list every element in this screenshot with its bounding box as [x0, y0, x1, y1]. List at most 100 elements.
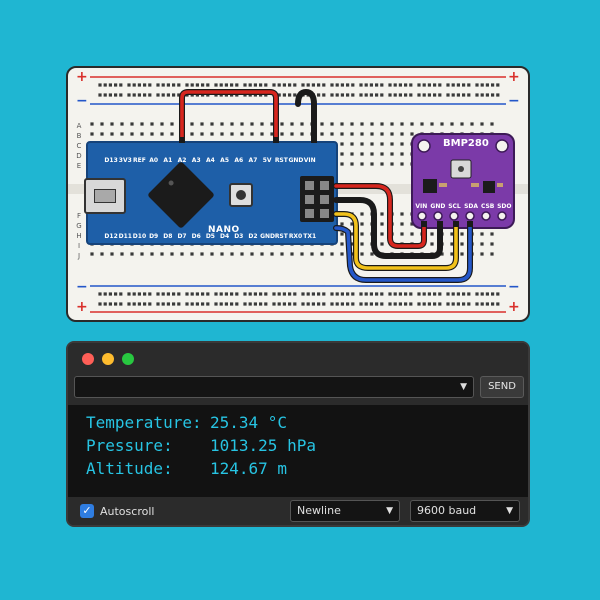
breadboard-hole: [480, 242, 484, 246]
line-ending-select[interactable]: Newline ▼: [290, 500, 400, 522]
breadboard-hole: [148, 302, 152, 306]
breadboard-hole: [103, 292, 107, 296]
breadboard-hole: [490, 122, 494, 126]
breadboard-hole: [185, 292, 189, 296]
breadboard-hole: [320, 122, 324, 126]
nano-pin-label: D8: [163, 233, 173, 240]
breadboard-hole: [220, 122, 224, 126]
breadboard-hole: [177, 292, 181, 296]
breadboard-hole: [293, 83, 297, 87]
serial-input-box[interactable]: ▼: [74, 376, 474, 399]
breadboard-hole: [148, 292, 152, 296]
nano-pin-label: GND: [288, 157, 304, 164]
breadboard-hole: [360, 122, 364, 126]
black-jumper-wire-outline: [295, 89, 317, 143]
breadboard-hole: [400, 132, 404, 136]
breadboard-hole: [409, 93, 413, 97]
breadboard-hole: [259, 83, 263, 87]
breadboard-hole: [330, 83, 334, 87]
breadboard-hole: [360, 232, 364, 236]
line-ending-value: Newline: [297, 504, 341, 517]
breadboard-hole: [282, 83, 286, 87]
bmp280-pin-label: SDO: [497, 203, 512, 210]
breadboard-hole: [206, 292, 210, 296]
breadboard-hole: [114, 292, 118, 296]
breadboard-hole: [240, 122, 244, 126]
breadboard-hole: [288, 292, 292, 296]
breadboard-hole: [467, 83, 471, 87]
chevron-down-icon[interactable]: ▼: [460, 382, 467, 392]
nano-pin-label: A2: [177, 157, 187, 164]
breadboard-hole: [282, 292, 286, 296]
breadboard-hole: [114, 302, 118, 306]
breadboard-hole: [243, 292, 247, 296]
breadboard-hole: [485, 302, 489, 306]
breadboard-hole: [272, 83, 276, 87]
reset-button-cap: [236, 190, 246, 200]
maximize-window-button[interactable]: [122, 353, 134, 365]
breadboard-hole: [195, 83, 199, 87]
autoscroll-checkbox[interactable]: ✓: [80, 504, 94, 518]
breadboard-hole: [340, 302, 344, 306]
breadboard-hole: [224, 302, 228, 306]
breadboard-hole: [148, 93, 152, 97]
rail-plus-bottom-right: +: [508, 299, 520, 315]
breadboard-hole: [290, 122, 294, 126]
breadboard-hole: [480, 292, 484, 296]
close-window-button[interactable]: [82, 353, 94, 365]
breadboard-hole: [360, 222, 364, 226]
breadboard-hole: [427, 83, 431, 87]
breadboard-hole: [340, 292, 344, 296]
minimize-window-button[interactable]: [102, 353, 114, 365]
breadboard-hole: [100, 132, 104, 136]
breadboard-hole: [293, 292, 297, 296]
breadboard-hole: [446, 292, 450, 296]
breadboard-hole: [404, 292, 408, 296]
breadboard-hole: [170, 252, 174, 256]
breadboard-hole: [496, 93, 500, 97]
breadboard-hole: [119, 93, 123, 97]
breadboard-hole: [491, 83, 495, 87]
breadboard-hole: [388, 302, 392, 306]
breadboard-hole: [460, 122, 464, 126]
breadboard-hole: [346, 292, 350, 296]
nano-pin-label: RST: [274, 233, 288, 240]
breadboard-hole: [260, 252, 264, 256]
nano-pin-label: D11: [118, 233, 132, 240]
breadboard-hole: [475, 93, 479, 97]
serial-input[interactable]: [79, 377, 443, 399]
chevron-down-icon: ▼: [386, 506, 393, 516]
breadboard-hole: [264, 292, 268, 296]
breadboard-hole: [369, 302, 373, 306]
breadboard-hole: [422, 292, 426, 296]
breadboard-hole: [280, 252, 284, 256]
bmp280-pin-label: CSB: [480, 203, 495, 210]
breadboard-hole: [250, 252, 254, 256]
breadboard-hole: [190, 252, 194, 256]
usb-port-icon: [94, 189, 116, 203]
rail-minus-top: −: [76, 93, 88, 109]
breadboard-hole: [351, 302, 355, 306]
breadboard-hole: [460, 252, 464, 256]
breadboard-hole: [161, 93, 165, 97]
breadboard-hole: [220, 132, 224, 136]
breadboard-hole: [100, 122, 104, 126]
nano-pin-label: D12: [104, 233, 118, 240]
breadboard-hole: [322, 83, 326, 87]
output-label: Pressure:: [86, 436, 173, 455]
breadboard-hole: [359, 83, 363, 87]
breadboard-hole: [446, 83, 450, 87]
send-button[interactable]: SEND: [480, 376, 524, 398]
baud-rate-select[interactable]: 9600 baud ▼: [410, 500, 520, 522]
breadboard-hole: [364, 93, 368, 97]
breadboard-hole: [282, 302, 286, 306]
output-label: Temperature:: [86, 413, 202, 432]
status-bar: ✓ Autoscroll Newline ▼ 9600 baud ▼: [68, 497, 528, 525]
breadboard-hole: [224, 83, 228, 87]
wire-end: [437, 221, 443, 227]
nano-pin-label: D13: [104, 157, 118, 164]
breadboard-hole: [398, 302, 402, 306]
breadboard-hole: [360, 142, 364, 146]
